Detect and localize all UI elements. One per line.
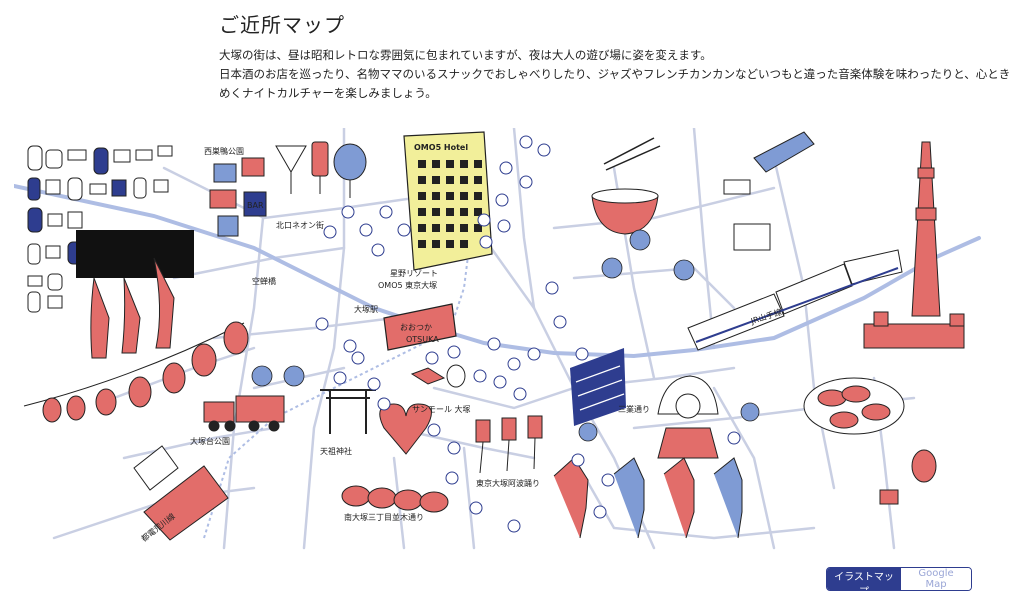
noren-figures-illustration	[76, 230, 194, 359]
yamanote-train-illustration	[687, 249, 903, 351]
description-line: 日本酒のお店を巡ったり、名物ママのいるスナックでおしゃべりしたり、ジャズやフレン…	[219, 67, 1011, 81]
page-description: 大塚の街は、昼は昭和レトロな雰囲気に包まれていますが、夜は大人の遊び場に姿を変え…	[219, 46, 1011, 103]
sanmall-illustration	[410, 364, 466, 388]
stretching-people-illustration	[553, 457, 743, 539]
label-kuukai-bridge: 空蝉橋	[252, 276, 276, 286]
label-tenso-shrine: 天祖神社	[320, 446, 352, 456]
label-awa-odori: 東京大塚阿波踊り	[476, 478, 540, 488]
station-sign-text: おおつか	[400, 323, 432, 332]
hotel-sign-text: OMO5 Hotel	[414, 143, 468, 152]
station-sign-roman: OTSUKA	[406, 335, 439, 344]
description-line: めくナイトカルチャーを楽しみましょう。	[219, 86, 437, 100]
bar-sign-text: BAR	[247, 201, 264, 210]
ramen-illustration	[591, 137, 661, 235]
google-map-button[interactable]: Google Map	[901, 568, 971, 590]
omo5-hotel-illustration: OMO5 Hotel	[403, 131, 493, 271]
sangyo-figure-illustration	[657, 375, 719, 459]
label-hoshino-resort: 星野リゾート	[390, 269, 438, 278]
toden-streetcar-illustration	[133, 445, 229, 541]
skytree-illustration	[863, 141, 965, 349]
label-otsukadai-park: 大塚台公園	[190, 436, 230, 446]
river-illustration	[570, 348, 626, 426]
torii-illustration	[320, 389, 376, 434]
label-neon-street: 北口ネオン街	[276, 220, 324, 230]
sake-illustration	[723, 131, 815, 251]
awa-odori-dancers-illustration	[475, 415, 543, 474]
illust-map-button[interactable]: イラストマップ	[827, 568, 901, 590]
otsuka-station-sign: おおつか OTSUKA	[383, 303, 457, 351]
pottery-illustration	[27, 145, 173, 313]
page-title: ご近所マップ	[219, 13, 345, 37]
label-nishisugamo-park: 西巣鴨公園	[204, 146, 244, 156]
jr-yamanote-line	[14, 184, 981, 359]
description-line: 大塚の街は、昼は昭和レトロな雰囲気に包まれていますが、夜は大人の遊び場に姿を変え…	[219, 48, 712, 62]
toden-arakawa-line	[203, 247, 470, 539]
namiki-trees-illustration	[341, 485, 449, 513]
poi-markers[interactable]	[315, 135, 741, 533]
label-sangyo-street: 三業通り	[618, 404, 650, 414]
trees	[251, 229, 760, 442]
cocktail-glasses-illustration	[275, 141, 367, 198]
label-otsuka-station: 大塚駅	[354, 304, 378, 314]
macarons-illustration	[803, 377, 937, 505]
steam-locomotive-illustration	[203, 395, 285, 432]
lanterns-illustration	[23, 321, 249, 423]
label-sunmall-otsuka: サンモール 大塚	[412, 404, 471, 414]
label-minami-otsuka-street: 南大塚三丁目並木通り	[344, 512, 424, 522]
illustrated-map[interactable]: BAR OMO5 Hotel おおつか OTSUKA	[14, 128, 1004, 558]
bar-signs-illustration: BAR	[209, 157, 267, 237]
map-view-toggle: イラストマップ Google Map	[826, 567, 972, 591]
label-omo5-otsuka: OMO5 東京大塚	[378, 280, 437, 290]
